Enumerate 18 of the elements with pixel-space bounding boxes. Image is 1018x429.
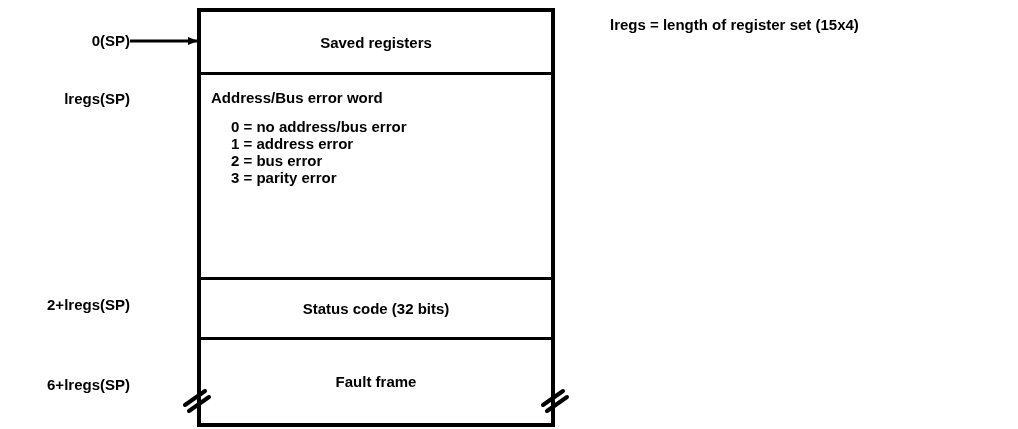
field-title: Address/Bus error word (211, 89, 384, 106)
field-title: Saved registers (320, 33, 432, 51)
code-description: 3 = parity error (230, 169, 338, 186)
stack-frame-field (197, 338, 555, 427)
pointer-arrow (130, 37, 198, 45)
stack-frame-field (197, 278, 555, 339)
field-title: Fault frame (335, 373, 417, 390)
offset-label: lregs(SP) (63, 90, 130, 107)
stack-frame-field (197, 8, 555, 74)
stack-frame-field (197, 73, 555, 279)
note: lregs = length of register set (15x4) (610, 16, 859, 33)
code-description: 0 = no address/bus error (230, 118, 408, 135)
offset-label: 6+lregs(SP) (46, 376, 130, 393)
code-description: 2 = bus error (230, 152, 324, 169)
offset-label: 0(SP) (40, 30, 130, 52)
code-description: 1 = address error (230, 135, 355, 152)
offset-label: 2+lregs(SP) (46, 296, 130, 313)
field-title: Status code (32 bits) (302, 300, 450, 317)
